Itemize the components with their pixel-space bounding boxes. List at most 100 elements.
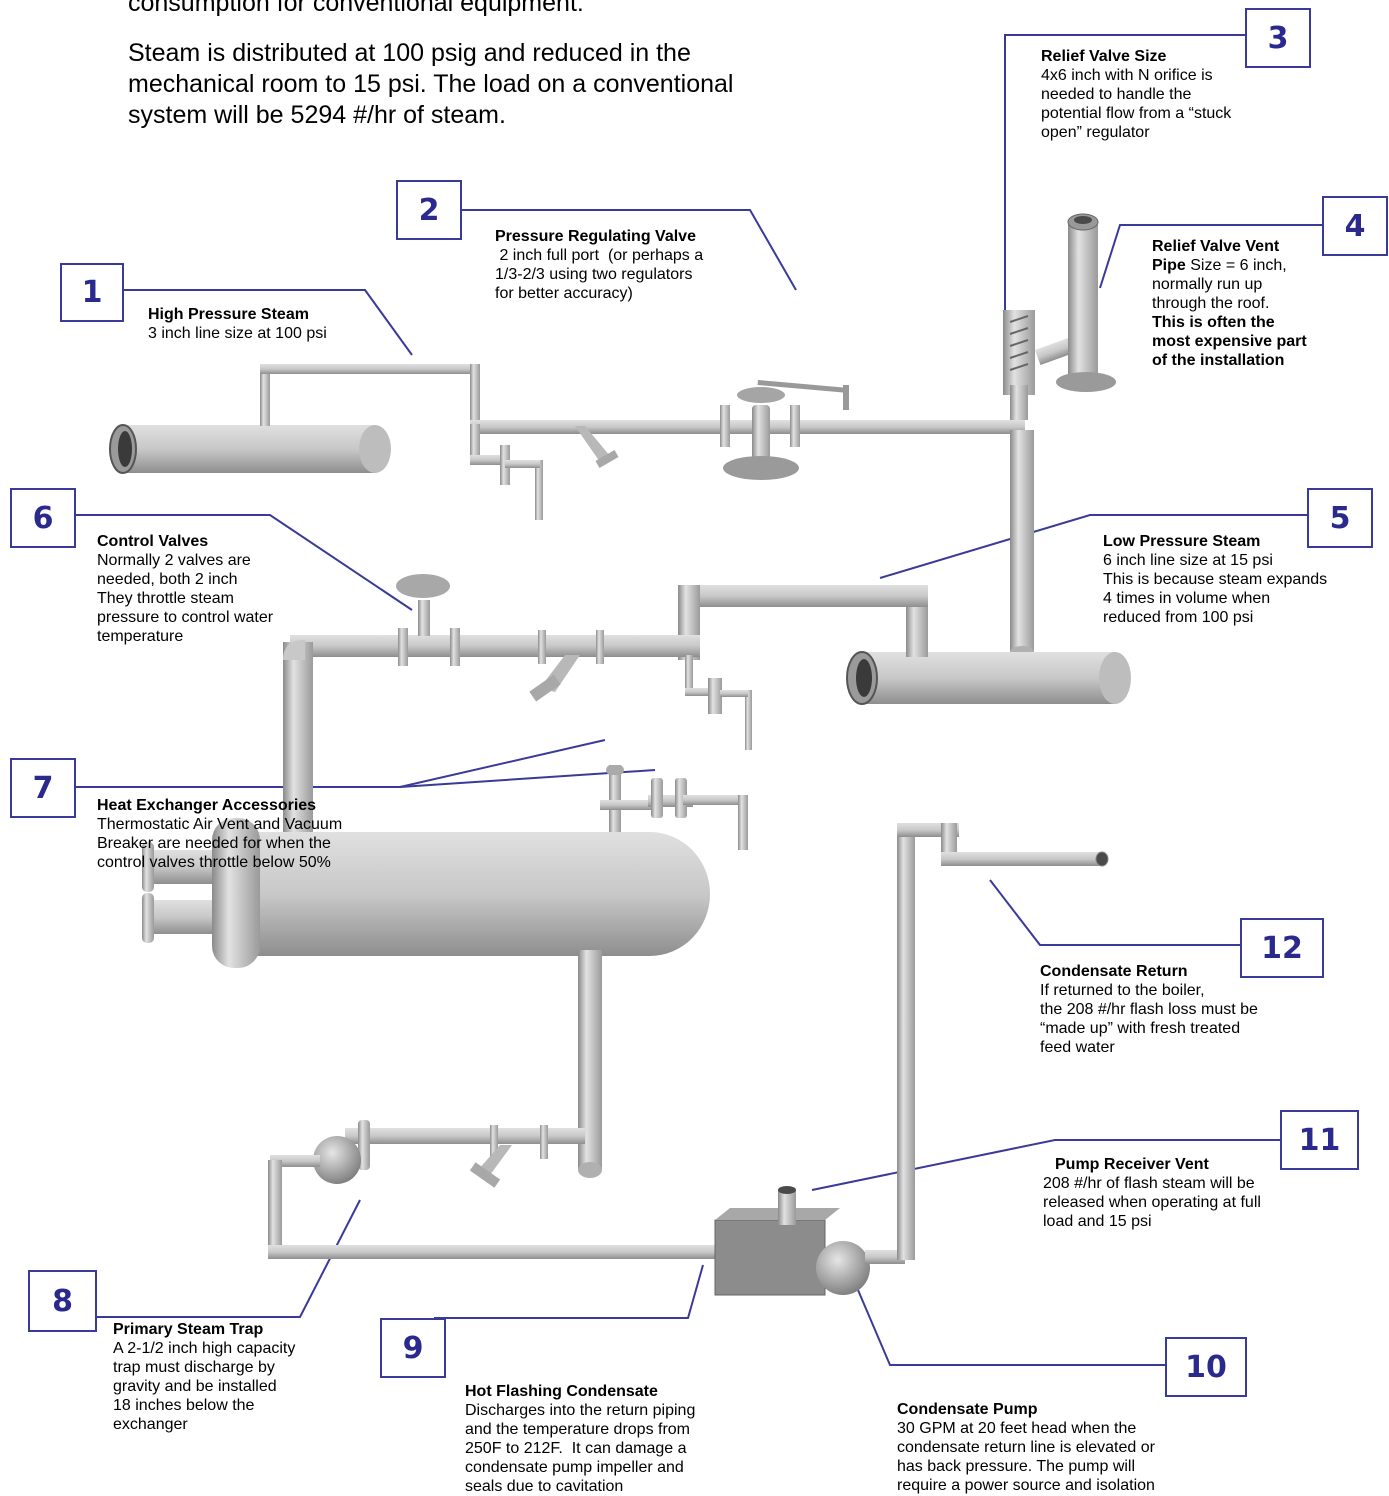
annotation-4-bold-line: This is often the [1152,314,1275,331]
leader-lines [72,34,1322,1366]
high-pressure-header [109,424,391,474]
annotation-3-line: 4x6 inch with N orifice is [1041,67,1213,84]
annotation-3-line: open” regulator [1041,124,1150,141]
leader-12 [989,879,1240,946]
annotation-11-line: load and 15 psi [1043,1213,1152,1230]
annotation-10-line: 30 GPM at 20 feet head when the [897,1420,1137,1437]
annotation-8: Primary Steam Trap A 2-1/2 inch high cap… [113,1320,295,1434]
thermostatic-air-vent [600,778,748,850]
intro-para-2-line-2: mechanical room to 15 psi. The load on a… [128,70,734,98]
control-valves [396,574,604,666]
annotation-5-line: reduced from 100 psi [1103,609,1254,626]
callout-number-8: 8 [28,1270,97,1332]
annotation-4-title-2: Pipe [1152,257,1186,274]
annotation-10-line: has back pressure. The pump will [897,1458,1136,1475]
annotation-3-title: Relief Valve Size [1041,48,1167,65]
intro-para-2-line-1: Steam is distributed at 100 psig and red… [128,39,691,67]
annotation-6-title: Control Valves [97,533,209,550]
annotation-2-title: Pressure Regulating Valve [495,228,696,245]
primary-steam-trap [268,1136,728,1259]
annotation-9-line: 250F to 212F. It can damage a [465,1440,687,1457]
annotation-2-line: 2 inch full port (or perhaps a [495,247,704,264]
annotation-4-title-2-rest: Size = 6 inch, [1185,257,1287,274]
annotation-6-line: needed, both 2 inch [97,571,238,588]
callout-number-6: 6 [10,488,76,548]
annotation-7-line: control valves throttle below 50% [97,854,331,871]
annotation-11-title: Pump Receiver Vent [1055,1156,1209,1173]
annotation-9-line: and the temperature drops from [465,1421,691,1438]
intro-para-2-line-3: system will be 5294 #/hr of steam. [128,101,506,129]
condensate-return-riser [897,823,1109,1260]
annotation-8-line: 18 inches below the [113,1397,255,1414]
annotation-1-title: High Pressure Steam [148,306,309,323]
heat-exchanger [142,818,710,968]
exchanger-condensate-drain [345,950,602,1188]
annotation-4: Relief Valve Vent Pipe Size = 6 inch, no… [1152,237,1307,370]
callout-number-5: 5 [1307,488,1373,548]
annotation-4-line: through the roof. [1152,295,1270,312]
annotation-2: Pressure Regulating Valve 2 inch full po… [495,227,703,303]
annotation-11: Pump Receiver Vent 208 #/hr of flash ste… [1043,1155,1261,1231]
annotation-9-title: Hot Flashing Condensate [465,1383,658,1400]
leader-7a [72,739,606,788]
leader-6 [72,514,413,611]
annotation-11-line: released when operating at full [1043,1194,1261,1211]
hp-branch-piping [260,364,1025,520]
annotation-4-bold-line: of the installation [1152,352,1285,369]
annotation-5-line: This is because steam expands [1103,571,1328,588]
annotation-5-title: Low Pressure Steam [1103,533,1261,550]
intro-para-2: Steam is distributed at 100 psig and red… [128,38,733,131]
annotation-10-title: Condensate Pump [897,1401,1038,1418]
relief-valve [1003,310,1074,420]
callout-number-4: 4 [1322,196,1388,256]
annotation-7-line: Thermostatic Air Vent and Vacuum [97,816,343,833]
low-pressure-header [846,651,1131,705]
annotation-4-title: Relief Valve Vent [1152,238,1280,255]
annotation-8-line: A 2-1/2 inch high capacity [113,1340,296,1357]
leader-3 [1004,34,1245,312]
relief-vent-pipe [1056,213,1116,392]
lp-drop-pipe [1010,430,1034,658]
annotation-8-line: trap must discharge by [113,1359,275,1376]
callout-number-12: 12 [1240,918,1324,978]
leader-2 [460,209,797,291]
annotation-7-title: Heat Exchanger Accessories [97,797,317,814]
annotation-1-line: 3 inch line size at 100 psi [148,325,327,342]
annotation-10: Condensate Pump 30 GPM at 20 feet head w… [897,1400,1155,1495]
annotation-8-title: Primary Steam Trap [113,1321,264,1338]
annotation-12: Condensate Return If returned to the boi… [1040,962,1258,1057]
leader-4 [1099,224,1322,289]
condensate-pump [714,1186,905,1296]
annotation-9-line: condensate pump impeller and [465,1459,684,1476]
callout-number-7: 7 [10,758,76,818]
leader-1 [122,289,413,356]
annotation-4-bold-line: most expensive part [1152,333,1307,350]
callout-number-1: 1 [60,263,124,322]
annotation-3-line: needed to handle the [1041,86,1192,103]
annotation-6-line: Normally 2 valves are [97,552,251,569]
annotation-8-line: exchanger [113,1416,188,1433]
annotation-6-line: pressure to control water [97,609,274,626]
callout-number-11: 11 [1280,1110,1359,1170]
annotation-6: Control Valves Normally 2 valves are nee… [97,532,273,646]
leader-9 [434,1264,704,1319]
annotation-4-line: normally run up [1152,276,1263,293]
annotation-11-line: 208 #/hr of flash steam will be [1043,1175,1255,1192]
leader-5 [879,514,1307,579]
pressure-regulating-valve [720,380,849,480]
annotation-8-line: gravity and be installed [113,1378,277,1395]
annotation-6-line: temperature [97,628,184,645]
annotation-12-line: the 208 #/hr flash loss must be [1040,1001,1258,1018]
annotation-7-line: Breaker are needed for when the [97,835,331,852]
callout-number-2: 2 [396,180,462,240]
annotation-2-line: for better accuracy) [495,285,633,302]
annotation-12-line: If returned to the boiler, [1040,982,1205,999]
annotation-9-line: seals due to cavitation [465,1478,624,1495]
annotation-12-title: Condensate Return [1040,963,1188,980]
leader-8 [95,1199,361,1318]
leader-11 [811,1139,1280,1191]
annotation-3-line: potential flow from a “stuck [1041,105,1232,122]
annotation-3: Relief Valve Size 4x6 inch with N orific… [1041,47,1231,142]
annotation-10-line: condensate return line is elevated or [897,1439,1155,1456]
